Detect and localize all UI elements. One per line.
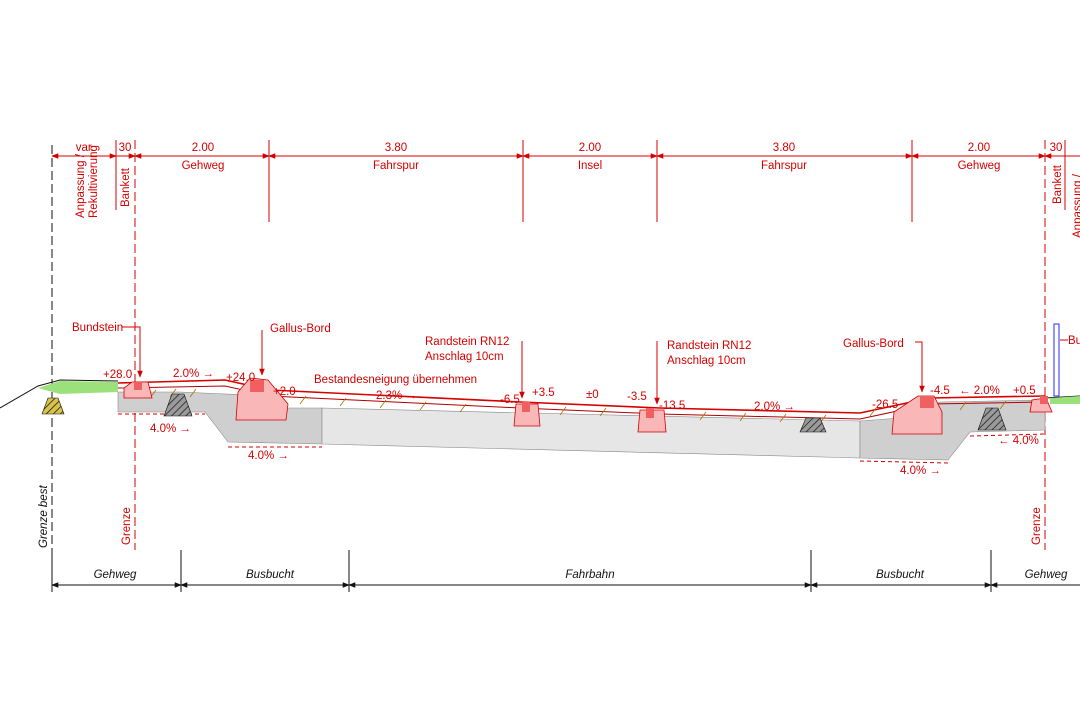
- dim-fahrspur-right-value: 3.80: [773, 142, 795, 154]
- dim-fahrspur-right-label: Fahrspur: [761, 160, 807, 172]
- height-p28: +28.0: [103, 369, 132, 381]
- label-grenze-best: Grenze best: [38, 485, 50, 548]
- callout-randstein-right-2: Anschlag 10cm: [667, 355, 746, 367]
- existing-kerb-right: [977, 407, 1007, 431]
- dim-insel-value: 2.00: [579, 142, 601, 154]
- heights: +28.0 +24.0 +2.0 -6.5 +3.5 ±0 -3.5 -13.5…: [103, 369, 1036, 412]
- slope-under-left: 4.0% →: [150, 423, 191, 435]
- label-anpassung-left: Anpassung /: [75, 153, 87, 218]
- dim-gehweg-right-value: 2.00: [968, 142, 990, 154]
- height-pm0: ±0: [586, 389, 599, 401]
- slope-gehweg-left: 2.0% →: [173, 368, 214, 380]
- existing-kerb-middle: [799, 417, 827, 433]
- post-right: [1053, 323, 1060, 397]
- zone-gehweg-left: Gehweg: [94, 569, 137, 581]
- slope-under-right: 4.0% →: [900, 465, 941, 477]
- zone-busbucht-left: Busbucht: [246, 569, 295, 581]
- bottom-zones: Gehweg Busbucht Fahrbahn Busbucht Gehweg: [51, 550, 1080, 592]
- callout-gallus-left: Gallus-Bord: [270, 323, 331, 335]
- height-p35: +3.5: [532, 387, 555, 399]
- dim-fahrspur-left-label: Fahrspur: [373, 160, 419, 172]
- callout-bundstein-right: Bu: [1068, 335, 1080, 347]
- top-dimension-chain: var. 30 2.00 Gehweg 3.80 Fahrspur 2.00 I…: [51, 140, 1080, 238]
- height-m45: -4.5: [930, 385, 950, 397]
- height-m35: -3.5: [627, 391, 647, 403]
- dim-30-right: 30: [1050, 142, 1063, 154]
- callouts: Bundstein Gallus-Bord Randstein RN12 Ans…: [72, 322, 1080, 405]
- slope-gehweg-right: ← 2.0%: [959, 385, 1000, 397]
- boundary-lines: Grenze best Grenze Grenze: [38, 140, 1046, 555]
- height-p05: +0.5: [1013, 385, 1036, 397]
- callout-gallus-right: Gallus-Bord: [843, 338, 904, 350]
- zone-gehweg-right: Gehweg: [1025, 569, 1068, 581]
- label-bankett-right: Bankett: [1052, 164, 1064, 204]
- slope-road-left: 2.3% →: [376, 390, 417, 402]
- callout-randstein-right-1: Randstein RN12: [667, 340, 751, 352]
- height-p24: +24.0: [226, 372, 255, 384]
- existing-kerb-left: [163, 393, 193, 417]
- road-section: [0, 323, 1080, 464]
- label-grenze-left: Grenze: [121, 507, 133, 545]
- randstein-left: [513, 403, 541, 427]
- label-rekultivierung-left: Rekultivierung: [88, 145, 100, 218]
- dim-insel-label: Insel: [578, 160, 602, 172]
- callout-randstein-left-2: Anschlag 10cm: [425, 351, 504, 363]
- height-m265: -26.5: [872, 399, 898, 411]
- slope-road-right: 2.0% →: [754, 401, 795, 413]
- label-anpassung-right: Anpassung /: [1072, 173, 1080, 238]
- dim-gehweg-right-label: Gehweg: [958, 160, 1001, 172]
- slope-under-left2: 4.0% →: [248, 450, 289, 462]
- zone-busbucht-right: Busbucht: [876, 569, 925, 581]
- dim-gehweg-left-label: Gehweg: [182, 160, 225, 172]
- slope-under-right2: ← 4.0%: [998, 435, 1039, 447]
- dim-var: var.: [76, 142, 95, 154]
- label-grenze-right: Grenze: [1031, 507, 1043, 545]
- dim-fahrspur-left-value: 3.80: [385, 142, 407, 154]
- callout-bestandesneigung: Bestandesneigung übernehmen: [314, 374, 477, 386]
- slopes: 2.0% → 2.3% → 2.0% → ← 2.0% 4.0% → 4.0% …: [150, 368, 1039, 477]
- height-p2: +2.0: [273, 386, 296, 398]
- existing-foundation-left: [41, 397, 65, 415]
- callout-bundstein: Bundstein: [72, 322, 123, 334]
- zone-fahrbahn: Fahrbahn: [565, 569, 614, 581]
- gallus-bord-left: [235, 377, 289, 421]
- height-m65: -6.5: [500, 394, 520, 406]
- label-bankett-left: Bankett: [120, 167, 132, 207]
- randstein-right: [637, 409, 667, 433]
- callout-randstein-left-1: Randstein RN12: [425, 336, 509, 348]
- gallus-bord-right: [891, 395, 943, 435]
- height-m135: -13.5: [659, 400, 685, 412]
- dim-gehweg-left-value: 2.00: [192, 142, 214, 154]
- dim-30-left: 30: [119, 142, 132, 154]
